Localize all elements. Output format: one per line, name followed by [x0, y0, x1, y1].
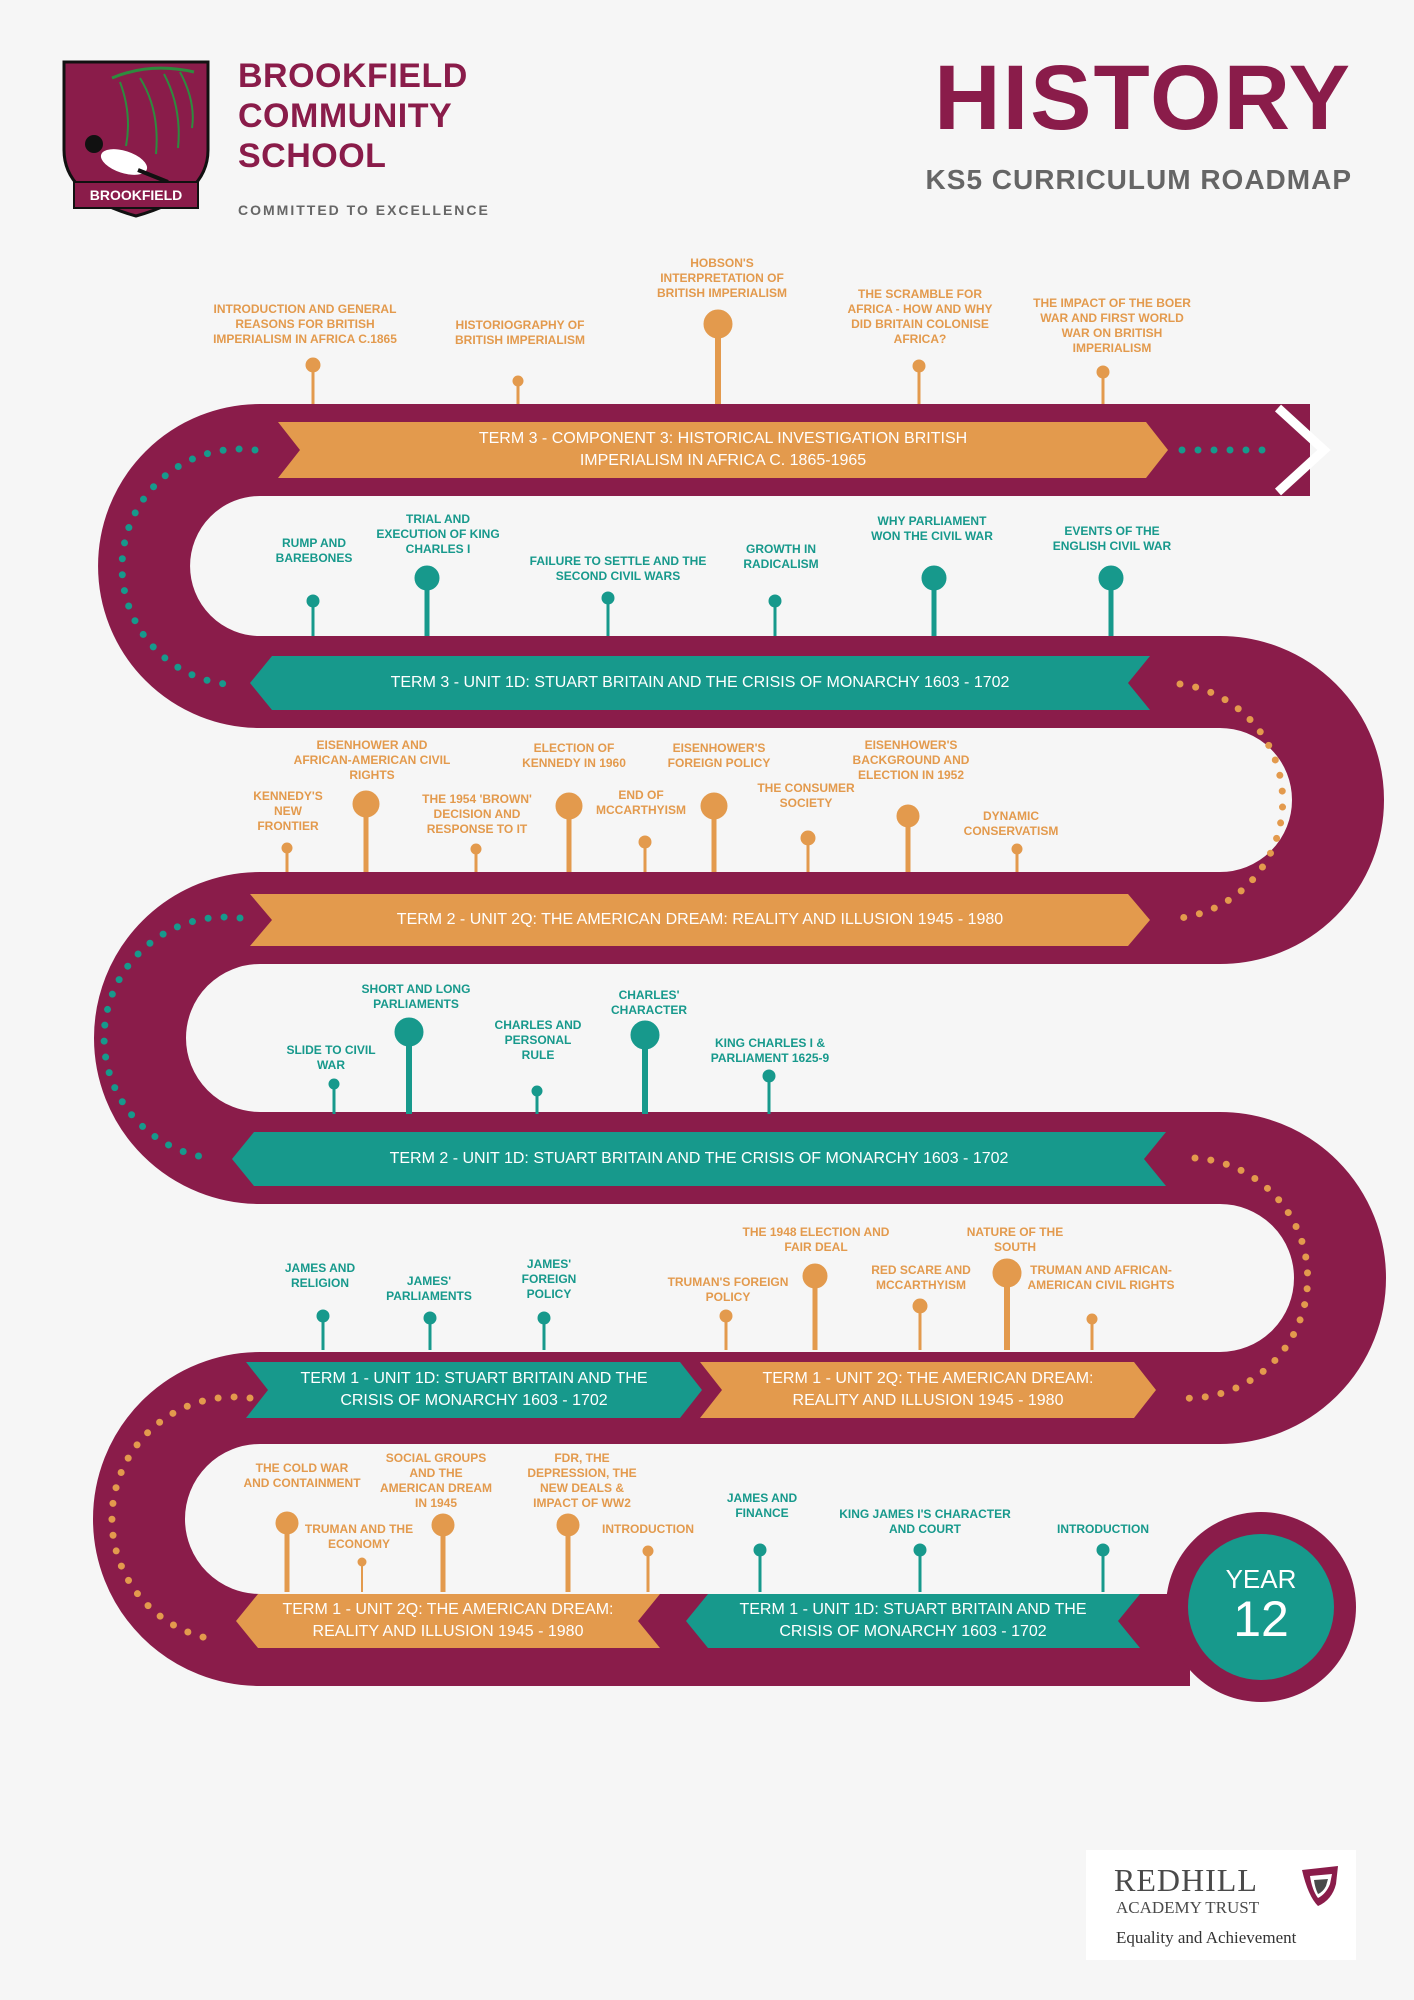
year-badge-inner: YEAR 12 — [1188, 1534, 1334, 1680]
topic-label: NATURE OF THE SOUTH — [966, 1225, 1064, 1254]
term-banner: TERM 1 - UNIT 2Q: THE AMERICAN DREAM: RE… — [236, 1594, 660, 1648]
topic-label: CHARLES AND PERSONAL RULE — [494, 1018, 582, 1062]
topic-label: END OF MCCARTHYISM — [596, 788, 686, 817]
school-name-line-1: BROOKFIELD — [238, 57, 468, 95]
topic-label: SHORT AND LONG PARLIAMENTS — [361, 982, 471, 1011]
topic-label: EISENHOWER'S BACKGROUND AND ELECTION IN … — [852, 738, 970, 782]
topic-label: ELECTION OF KENNEDY IN 1960 — [522, 741, 626, 770]
topic-label: EVENTS OF THE ENGLISH CIVIL WAR — [1052, 524, 1172, 553]
trust-tagline: Equality and Achievement — [1116, 1928, 1297, 1947]
term-banner: TERM 1 - UNIT 1D: STUART BRITAIN AND THE… — [246, 1362, 702, 1418]
topic-label: THE COLD WAR AND CONTAINMENT — [243, 1461, 361, 1490]
topic-label: EISENHOWER'S FOREIGN POLICY — [667, 741, 771, 770]
topic-label: JAMES AND RELIGION — [284, 1261, 356, 1290]
school-crest-logo — [62, 60, 210, 218]
topic-label: KING JAMES I'S CHARACTER AND COURT — [839, 1507, 1011, 1536]
term-banner: TERM 3 - COMPONENT 3: HISTORICAL INVESTI… — [278, 422, 1168, 478]
topic-label: THE SCRAMBLE FOR AFRICA - HOW AND WHY DI… — [847, 287, 993, 346]
topic-label: JAMES' FOREIGN POLICY — [521, 1257, 577, 1301]
topic-label: THE 1948 ELECTION AND FAIR DEAL — [742, 1225, 890, 1254]
term-banner: TERM 1 - UNIT 1D: STUART BRITAIN AND THE… — [686, 1594, 1140, 1648]
topic-label: KENNEDY'S NEW FRONTIER — [253, 789, 323, 833]
topic-label: RED SCARE AND MCCARTHYISM — [871, 1263, 971, 1292]
topic-label: TRIAL AND EXECUTION OF KING CHARLES I — [376, 512, 500, 556]
term-banner: TERM 3 - UNIT 1D: STUART BRITAIN AND THE… — [250, 656, 1150, 710]
topic-label: CHARLES' CHARACTER — [611, 988, 687, 1017]
page-title: HISTORY — [934, 47, 1352, 149]
year-number: 12 — [1233, 1591, 1289, 1647]
topic-label: HOBSON'S INTERPRETATION OF BRITISH IMPER… — [656, 256, 787, 300]
topic-label: EISENHOWER AND AFRICAN-AMERICAN CIVIL RI… — [293, 738, 451, 782]
redhill-trust-logo: REDHILL ACADEMY TRUST Equality and Achie… — [1086, 1850, 1356, 1960]
term-banner: TERM 1 - UNIT 2Q: THE AMERICAN DREAM: RE… — [700, 1362, 1156, 1418]
topic-label: SLIDE TO CIVIL WAR — [286, 1043, 376, 1072]
topic-label: TRUMAN AND THE ECONOMY — [304, 1522, 414, 1551]
crest-banner-text: BROOKFIELD — [89, 187, 183, 203]
term-banner: TERM 2 - UNIT 1D: STUART BRITAIN AND THE… — [232, 1132, 1166, 1186]
school-motto: COMMITTED TO EXCELLENCE — [238, 202, 490, 218]
topic-label: FDR, THE DEPRESSION, THE NEW DEALS & IMP… — [527, 1451, 637, 1510]
topic-label: TRUMAN'S FOREIGN POLICY — [667, 1275, 789, 1304]
topic-label: RUMP AND BAREBONES — [275, 536, 353, 565]
shield-icon — [1302, 1866, 1338, 1906]
school-name-line-3: SCHOOL — [238, 137, 387, 175]
topic-label: INTRODUCTION — [602, 1522, 694, 1536]
trust-name: REDHILL — [1114, 1862, 1258, 1898]
road-end-chevron — [1274, 404, 1331, 496]
trust-subname: ACADEMY TRUST — [1116, 1898, 1260, 1917]
topic-label: KING CHARLES I & PARLIAMENT 1625-9 — [710, 1036, 830, 1065]
topic-label: TRUMAN AND AFRICAN-AMERICAN CIVIL RIGHTS — [1027, 1263, 1175, 1292]
topic-label: THE 1954 'BROWN' DECISION AND RESPONSE T… — [422, 792, 532, 836]
topic-label: GROWTH IN RADICALISM — [743, 542, 819, 571]
topic-label: INTRODUCTION AND GENERAL REASONS FOR BRI… — [213, 302, 397, 346]
topic-label: JAMES' PARLIAMENTS — [386, 1274, 472, 1303]
topic-label: HISTORIOGRAPHY OF BRITISH IMPERIALISM — [454, 318, 585, 347]
topic-label: JAMES AND FINANCE — [726, 1491, 798, 1520]
topic-label: SOCIAL GROUPS AND THE AMERICAN DREAM IN … — [380, 1451, 492, 1510]
year-label: YEAR — [1225, 1564, 1297, 1594]
topic-label: WHY PARLIAMENT WON THE CIVIL WAR — [871, 514, 993, 543]
school-name-line-2: COMMUNITY — [238, 97, 453, 135]
topic-label: THE IMPACT OF THE BOER WAR AND FIRST WOR… — [1033, 296, 1191, 355]
topic-label: INTRODUCTION — [1057, 1522, 1149, 1536]
topic-label: FAILURE TO SETTLE AND THE SECOND CIVIL W… — [529, 554, 707, 583]
topic-label: DYNAMIC CONSERVATISM — [963, 809, 1059, 838]
school-name: BROOKFIELD COMMUNITY SCHOOL — [238, 56, 468, 176]
term-banner: TERM 2 - UNIT 2Q: THE AMERICAN DREAM: RE… — [250, 894, 1150, 946]
topic-label: THE CONSUMER SOCIETY — [757, 781, 855, 810]
page-subtitle: KS5 CURRICULUM ROADMAP — [925, 164, 1352, 195]
